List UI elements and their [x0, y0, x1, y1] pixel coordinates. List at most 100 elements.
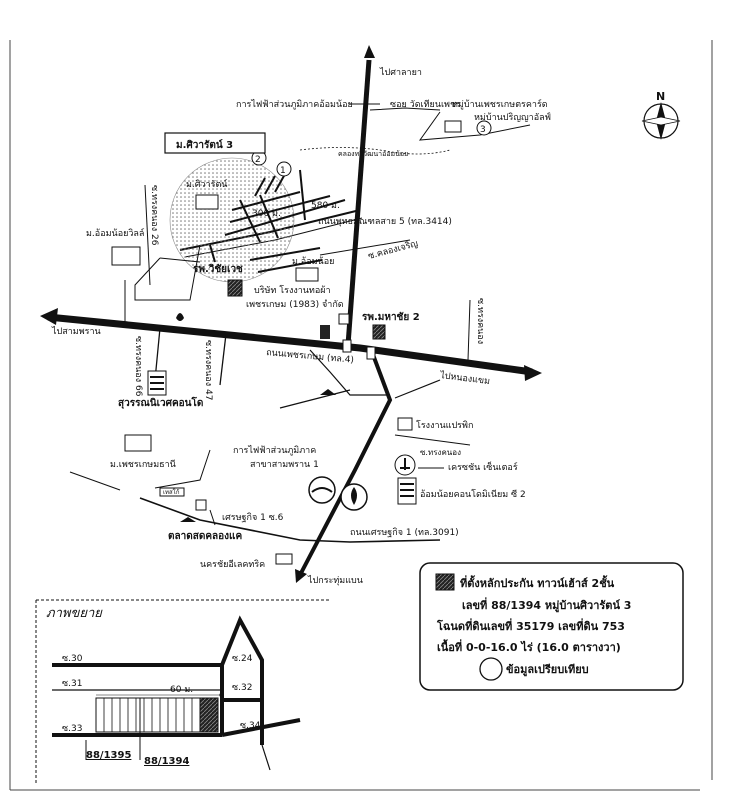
label-soi-small: ซ.ทรงคนอง [420, 448, 461, 457]
label-khlong-market: ตลาดสดคลองแค [168, 531, 242, 542]
village-icon [124, 434, 152, 452]
road-phetkasem [40, 308, 542, 381]
soi-wat [369, 107, 441, 111]
label-tesco: เทสโก้ [163, 488, 180, 496]
village-icon [295, 267, 319, 282]
soi-right-road [467, 299, 471, 361]
hospital-icon [372, 324, 386, 340]
label-siwarat3: ม.ศิวารัตน์ 3 [176, 139, 233, 151]
legend-line-3: โฉนดที่ดินเลขที่ 35179 เลขที่ดิน 753 [436, 618, 625, 633]
label-dist-300: 300 ม. [252, 209, 281, 219]
traffic-signal-icon [342, 339, 352, 353]
label-dist-580: 580 ม. [311, 201, 340, 211]
label-omnoi-condo: อ้อมน้อยคอนโดมิเนียม ซี 2 [420, 489, 526, 500]
label-company-1: บริษัท โรงงานทอผ้า [254, 285, 331, 296]
label-to-nongkhaem: ไปหนองแขม [439, 370, 491, 387]
electric-logo-icon [308, 476, 336, 504]
soi-47-road [219, 333, 227, 386]
label-to-krathum: ไปกระทุ่มแบน [307, 575, 363, 586]
road-setthakit [139, 497, 441, 543]
label-soi-wat: ซอย วัดเทียนเพชร [390, 99, 461, 110]
inset-property-icon [199, 697, 219, 733]
inset-soi-30: ซ.30 [62, 654, 83, 664]
label-soi-66: ซ.ทรงคนอง 66 [133, 336, 143, 397]
inset-soi-33: ซ.33 [62, 724, 82, 734]
road-north-south [345, 45, 375, 346]
label-company-2: เพชรเกษม (1983) จำกัด [246, 299, 344, 310]
inset-soi-32: ซ.32 [232, 683, 252, 693]
label-to-salaya: ไปศาลายา [379, 67, 422, 78]
inset-soi-24: ซ.24 [232, 654, 253, 664]
label-omnoi: ม.อ้อมน้อย [292, 256, 334, 267]
traffic-signal-icon [366, 346, 376, 360]
local-road [309, 349, 390, 396]
village-icon [444, 120, 462, 133]
road-south [295, 351, 393, 583]
label-canal: คลองทวีวัฒนาอ้อมน้อย [338, 150, 408, 158]
legend-line-2: เลขที่ 88/1394 หมู่บ้านศิวารัตน์ 3 [462, 597, 631, 613]
inset-dist-60: 60 ม. [170, 685, 193, 695]
inset-soi-31: ซ.31 [62, 679, 82, 689]
legend-box: ที่ตั้งหลักประกัน ทาวน์เฮ้าส์ 2ชั้น เลขท… [419, 562, 684, 691]
store-icon [275, 553, 293, 565]
canal [299, 147, 451, 155]
tesco-icon [159, 487, 185, 497]
label-electric-1: การไฟฟ้าส่วนภูมิภาคอ้อมน้อย [236, 99, 353, 110]
label-electric-2: การไฟฟ้าส่วนภูมิภาค [233, 445, 316, 456]
central-icon [394, 454, 416, 476]
label-hospital-withet: รพ.วิชัยเวช [193, 263, 243, 275]
label-to-sampran: ไปสามพราน [51, 326, 101, 337]
label-village-pet: หมู่บ้านเพชรเกษตรคาร์ด [452, 98, 548, 110]
property-marker-icon [435, 573, 455, 591]
village-roads [418, 111, 531, 141]
label-soi-ruenruedee: ซ.คลองเจริญ [367, 238, 420, 262]
temple-icon [176, 313, 184, 321]
inset-plot-1395: 88/1395 [86, 750, 131, 761]
temple-icon [320, 389, 336, 395]
inset-title: ภาพขยาย [46, 606, 103, 621]
label-nakhon-electric: นครชัยอีเลคทริค [200, 559, 265, 570]
label-road-phutthamonthon: ถนนพุทธมณฑลสาย 5 (ทล.3414) [318, 217, 452, 227]
shop-icon [195, 499, 207, 511]
label-box-siwarat3 [164, 132, 266, 154]
label-soi-26: ซ.ทรงคนอง 26 [149, 185, 159, 246]
legend-line-4: เนื้อที่ 0-0-16.0 ไร่ (16.0 ตารางวา) [437, 639, 621, 654]
label-soi-setthakit6: เศรษฐกิจ 1 ซ.6 [222, 512, 284, 523]
comparison-marker-icon [479, 657, 503, 681]
label-village-prinya: หมู่บ้านปริญญาอัลฟ์ [474, 111, 551, 123]
shop-icon [338, 313, 350, 325]
label-soi-47: ซ.ทรงคนอง 47 [203, 340, 213, 400]
village-streets [209, 169, 346, 273]
label-electric-3: สาขาสามพราน 1 [250, 460, 319, 470]
hospital-icon [227, 279, 243, 297]
svg-text:1: 1 [280, 166, 286, 176]
temple-logo-icon [340, 483, 368, 511]
label-road-setthakit: ถนนเศรษฐกิจ 1 (ทล.3091) [350, 527, 459, 538]
north-compass-icon: N [641, 90, 681, 140]
legend-line-5: ข้อมูลเปรียบเทียบ [506, 663, 589, 677]
svg-text:2: 2 [255, 155, 261, 165]
label-siwarat-small: ม.ศิวารัตน์ [186, 178, 228, 190]
factory-icon [397, 417, 413, 431]
north-label: N [656, 90, 665, 103]
market-icon [180, 517, 196, 522]
village-road-left [134, 244, 201, 301]
label-soi-right: ซ.ทรงคนอง [475, 298, 485, 344]
marker-3: 3 [476, 120, 492, 136]
condo-icon [147, 370, 167, 396]
label-phetkasemthani: ม.เพชรเกษมธานี [110, 459, 176, 470]
village-icon [195, 194, 219, 210]
label-omnoi-ville: ม.อ้อมน้อยวิลล์ [86, 227, 144, 239]
label-factory-plastic: โรงงานแปรพิก [416, 420, 473, 431]
condo-icon [397, 477, 417, 505]
legend-line-1: ที่ตั้งหลักประกัน ทาวน์เฮ้าส์ 2ชั้น [460, 575, 615, 590]
marker-1: 1 [276, 161, 292, 177]
inset-map: ภาพขยาย ซ.30 ซ.31 ซ.33 ซ.24 ซ.32 ซ.34 60… [35, 599, 330, 785]
building-icon [320, 325, 330, 339]
label-hospital-mahachai: รพ.มหาชัย 2 [362, 311, 420, 323]
label-suwanna-condo: สุวรรณนิเวศคอนโด [118, 396, 203, 409]
svg-text:3: 3 [480, 125, 486, 135]
label-central-center: เครซชัน เซ็นเตอร์ [448, 460, 518, 473]
inset-soi-34: ซ.34 [240, 721, 261, 731]
